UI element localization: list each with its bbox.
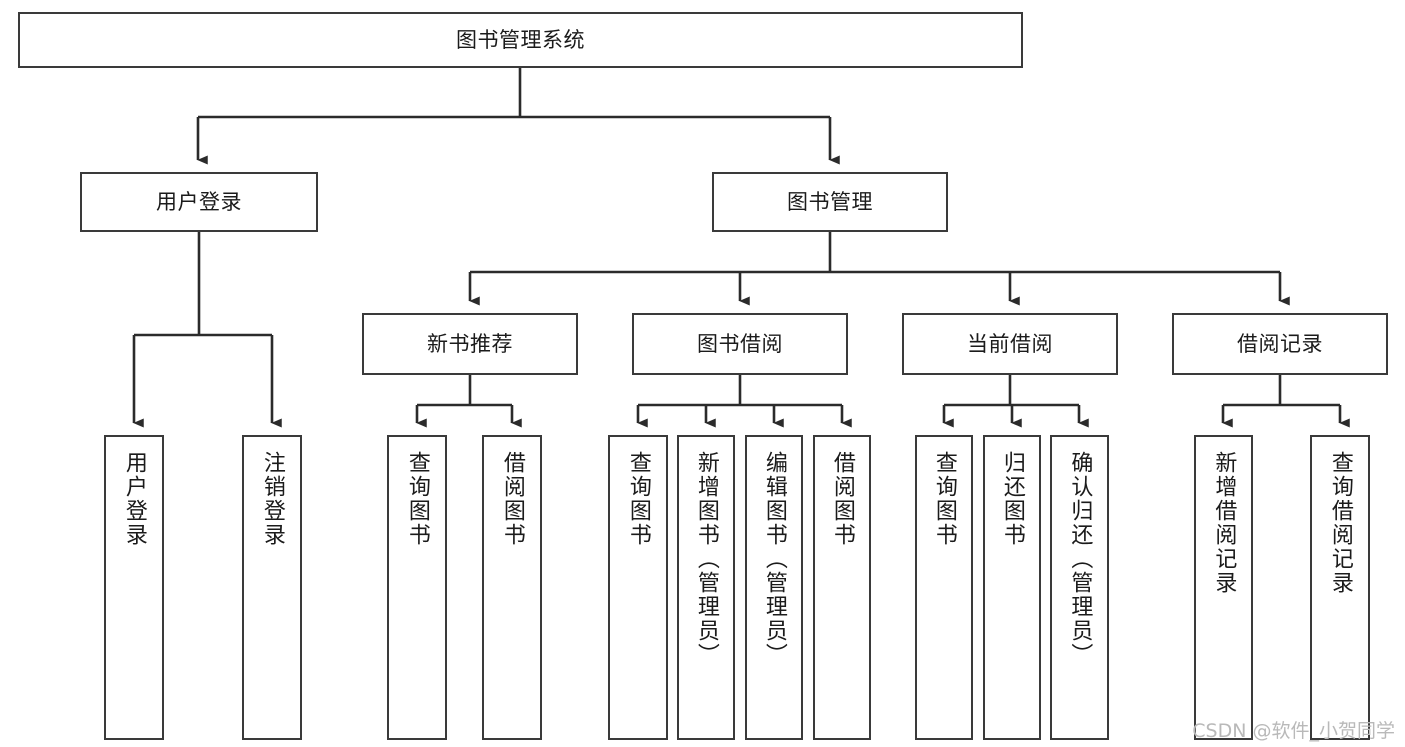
node-leaf-add-record[interactable]: 新增借阅记录 xyxy=(1194,435,1253,740)
node-book-manage[interactable]: 图书管理 xyxy=(712,172,948,232)
node-leaf-query-book-2-label: 查询图书 xyxy=(625,451,651,547)
node-leaf-edit-book-label: 编辑图书（管理员） xyxy=(761,451,787,667)
node-leaf-add-book-label: 新增图书（管理员） xyxy=(693,451,719,667)
node-root[interactable]: 图书管理系统 xyxy=(18,12,1023,68)
node-leaf-user-login[interactable]: 用户登录 xyxy=(104,435,164,740)
node-leaf-user-logout[interactable]: 注销登录 xyxy=(242,435,302,740)
node-leaf-query-book-3-label: 查询图书 xyxy=(931,451,957,547)
node-leaf-query-record[interactable]: 查询借阅记录 xyxy=(1310,435,1370,740)
node-leaf-edit-book[interactable]: 编辑图书（管理员） xyxy=(745,435,803,740)
node-leaf-query-book-1[interactable]: 查询图书 xyxy=(387,435,447,740)
node-current-borrow[interactable]: 当前借阅 xyxy=(902,313,1118,375)
watermark-text: CSDN @软件_小贺同学 xyxy=(1192,720,1395,742)
node-leaf-confirm-return-label: 确认归还（管理员） xyxy=(1067,451,1093,667)
node-new-book-rec-label: 新书推荐 xyxy=(427,331,513,356)
node-leaf-return-book-label: 归还图书 xyxy=(999,451,1025,547)
node-user-login-label: 用户登录 xyxy=(156,189,242,214)
node-book-borrow[interactable]: 图书借阅 xyxy=(632,313,848,375)
node-root-label: 图书管理系统 xyxy=(456,27,585,52)
node-new-book-rec[interactable]: 新书推荐 xyxy=(362,313,578,375)
node-book-manage-label: 图书管理 xyxy=(787,189,873,214)
node-book-borrow-label: 图书借阅 xyxy=(697,331,783,356)
node-leaf-query-book-3[interactable]: 查询图书 xyxy=(915,435,973,740)
node-user-login[interactable]: 用户登录 xyxy=(80,172,318,232)
node-borrow-record[interactable]: 借阅记录 xyxy=(1172,313,1388,375)
node-leaf-user-logout-label: 注销登录 xyxy=(259,451,285,547)
node-borrow-record-label: 借阅记录 xyxy=(1237,331,1323,356)
node-leaf-borrow-book-2[interactable]: 借阅图书 xyxy=(813,435,871,740)
node-current-borrow-label: 当前借阅 xyxy=(967,331,1053,356)
node-leaf-user-login-label: 用户登录 xyxy=(121,451,147,547)
node-leaf-query-book-2[interactable]: 查询图书 xyxy=(608,435,668,740)
node-leaf-query-record-label: 查询借阅记录 xyxy=(1327,451,1353,595)
node-leaf-borrow-book-2-label: 借阅图书 xyxy=(829,451,855,547)
node-leaf-query-book-1-label: 查询图书 xyxy=(404,451,430,547)
node-leaf-borrow-book-1-label: 借阅图书 xyxy=(499,451,525,547)
node-leaf-add-record-label: 新增借阅记录 xyxy=(1211,451,1237,595)
node-leaf-return-book[interactable]: 归还图书 xyxy=(983,435,1041,740)
node-leaf-confirm-return[interactable]: 确认归还（管理员） xyxy=(1050,435,1109,740)
node-leaf-borrow-book-1[interactable]: 借阅图书 xyxy=(482,435,542,740)
node-leaf-add-book[interactable]: 新增图书（管理员） xyxy=(677,435,735,740)
